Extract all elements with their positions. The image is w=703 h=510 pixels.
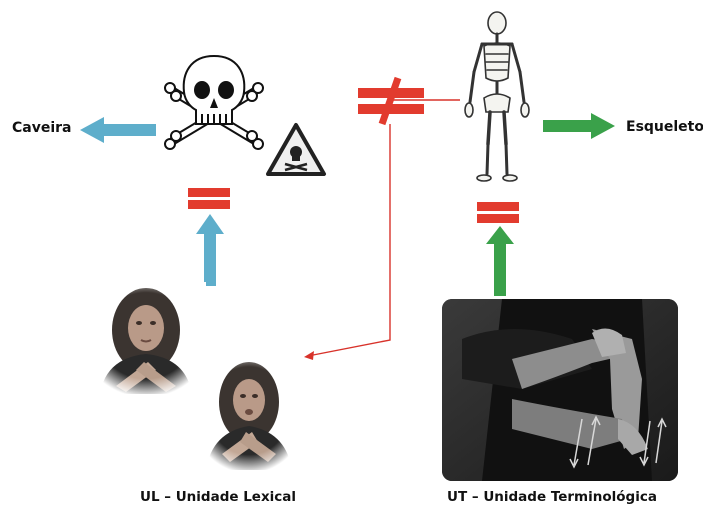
lexical-sign-photo-1 [86, 282, 206, 394]
caveira-label: Caveira [12, 120, 72, 136]
arrow-right-icon [543, 113, 615, 139]
terminological-sign-photo [442, 299, 678, 481]
equal-icon [477, 202, 519, 224]
arrow-up-blue-icon [196, 214, 224, 286]
ut-label: UT – Unidade Terminológica [447, 489, 657, 505]
equal-icon [188, 188, 230, 210]
arrow-left-icon [80, 117, 156, 143]
lexical-sign-photo-2 [196, 356, 302, 470]
esqueleto-label: Esqueleto [626, 119, 703, 135]
ul-label: UL – Unidade Lexical [140, 489, 296, 505]
skull-crossbones-icon [160, 52, 268, 150]
arrow-up-green-icon [486, 226, 514, 296]
